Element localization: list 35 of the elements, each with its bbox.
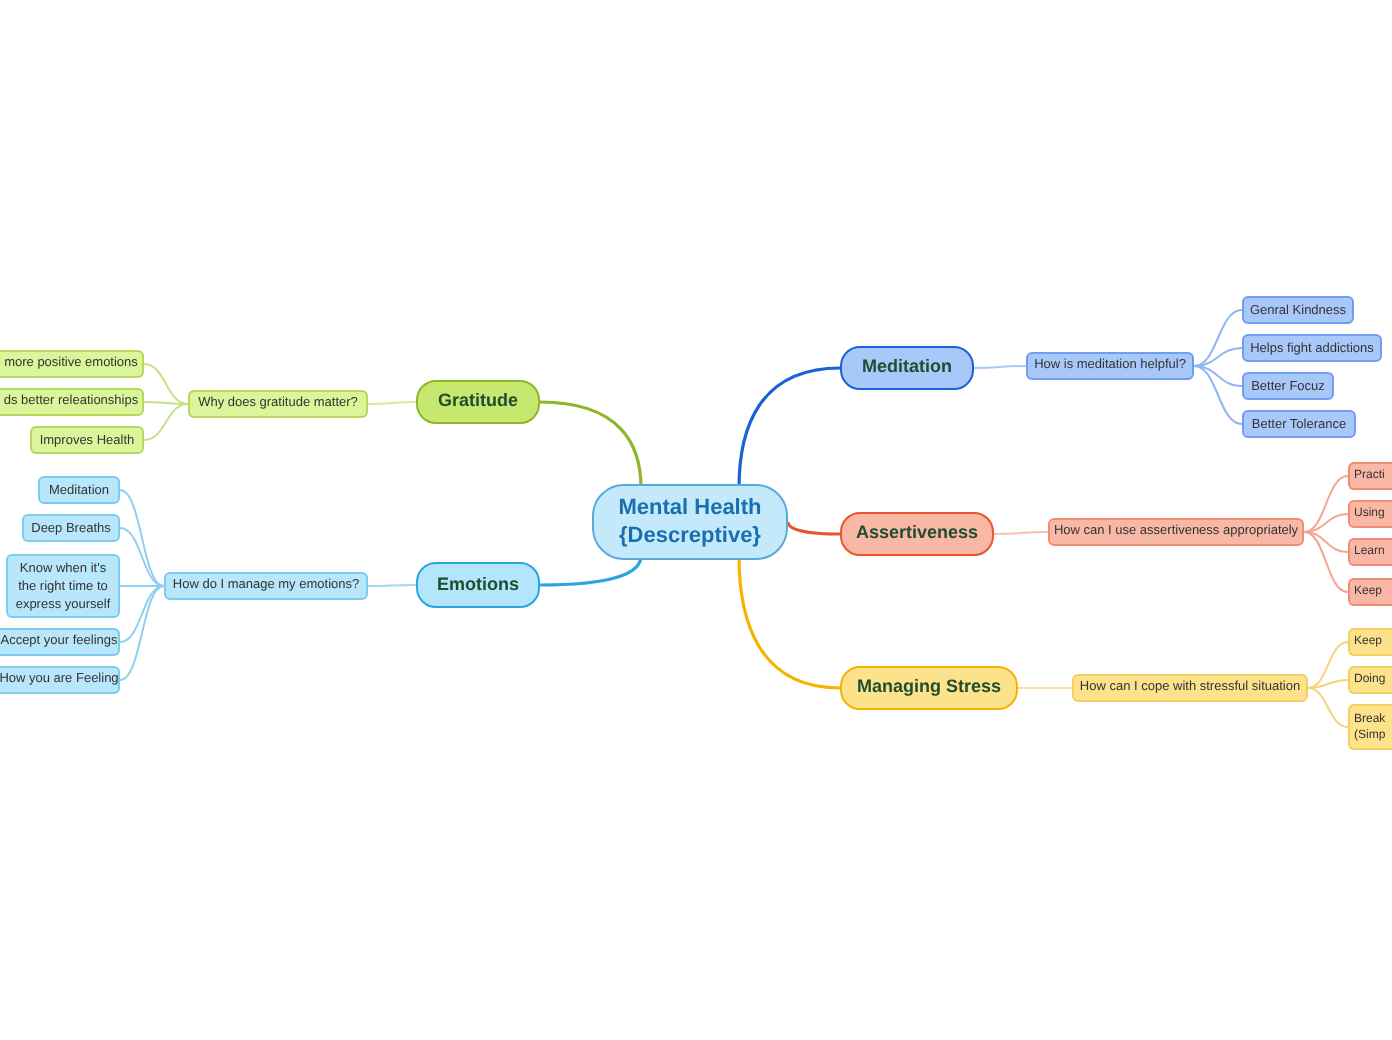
connector-line	[1307, 641, 1349, 689]
connector-line	[119, 585, 165, 681]
connector-line	[119, 585, 165, 587]
main-topic: Managing Stress	[840, 666, 1018, 710]
connector-line	[1307, 679, 1349, 689]
connector-line	[993, 531, 1049, 535]
connector-line	[143, 403, 189, 441]
connector-line	[1303, 475, 1349, 533]
central-topic: Mental Health {Descreptive}	[592, 484, 788, 560]
connector-line	[539, 400, 643, 489]
main-topic: Meditation	[840, 346, 974, 390]
connector-line	[119, 585, 165, 643]
connector-line	[367, 584, 417, 587]
connector-line	[1193, 309, 1243, 367]
connector-line	[1017, 687, 1073, 689]
connector-line	[367, 401, 417, 405]
connector-line	[1303, 531, 1349, 593]
connector-line	[119, 527, 165, 587]
connector-line	[1193, 365, 1243, 387]
connector-line	[1307, 687, 1349, 728]
connector-line	[119, 489, 165, 587]
connector-line	[1193, 365, 1243, 425]
main-topic: Assertiveness	[840, 512, 994, 556]
connector-line	[143, 401, 189, 405]
connector-line	[737, 555, 841, 690]
connector-line	[1303, 513, 1349, 533]
connector-line	[539, 555, 643, 587]
connector-line	[737, 366, 841, 489]
connector-line	[973, 365, 1027, 369]
connector-line	[143, 363, 189, 405]
main-topic: Emotions	[416, 562, 540, 608]
main-topic: Gratitude	[416, 380, 540, 424]
connector-line	[786, 521, 841, 536]
connector-line	[1193, 347, 1243, 367]
connector-line	[1303, 531, 1349, 553]
